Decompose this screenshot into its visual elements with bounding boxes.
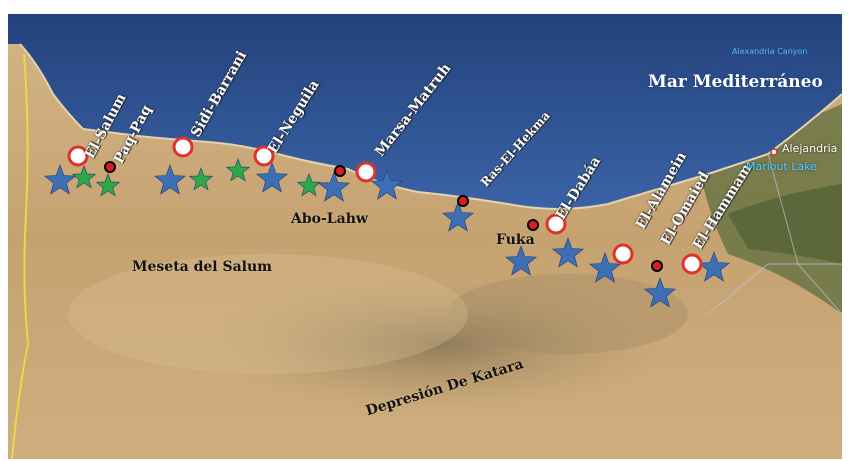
blue-star-icon [551, 237, 585, 268]
map-canvas [8, 14, 842, 459]
blue-star-icon [255, 162, 289, 193]
red-white-circle-icon [253, 145, 275, 167]
label-fuka: Fuka [496, 232, 535, 248]
red-white-circle-icon [545, 213, 567, 235]
label-alejandria: Alejandria [782, 142, 838, 155]
depression-shade-2 [448, 274, 688, 354]
blue-star-icon [588, 252, 622, 283]
red-dot-icon [527, 219, 539, 231]
blue-star-icon [153, 164, 187, 195]
blue-star-icon [43, 164, 77, 195]
red-dot-icon [651, 260, 663, 272]
blue-star-icon [370, 169, 404, 200]
blue-star-icon [441, 201, 475, 232]
red-white-circle-icon [612, 243, 634, 265]
label-mar-mediterraneo: Mar Mediterráneo [648, 72, 823, 92]
label-abo-lahw: Abo-Lahw [291, 211, 368, 227]
road-line-2 [767, 153, 842, 315]
satellite-map[interactable]: El-Salum Paq-Paq Sidi-Barrani El-Neguila… [8, 14, 842, 459]
red-white-circle-icon [172, 136, 194, 158]
border-line [11, 53, 30, 459]
delta-dark [728, 184, 842, 264]
mediterranean-sea [8, 14, 842, 209]
city-marker-icon [770, 148, 778, 156]
blue-star-icon [504, 245, 538, 276]
green-star-icon [296, 173, 322, 197]
red-white-circle-icon [681, 253, 703, 275]
green-star-icon [71, 165, 97, 189]
plateau-light [68, 254, 468, 374]
red-dot-icon [457, 195, 469, 207]
katara-depression-shade [208, 274, 668, 414]
green-star-icon [188, 167, 214, 191]
red-white-circle-icon [355, 161, 377, 183]
road-line [707, 263, 842, 315]
label-mariout-lake: Mariout Lake [746, 160, 817, 173]
label-alexandria-canyon: Alexandria Canyon [732, 47, 808, 56]
blue-star-icon [643, 277, 677, 308]
blue-star-icon [697, 251, 731, 282]
red-dot-icon [104, 161, 116, 173]
green-star-icon [225, 158, 251, 182]
label-meseta-del-salum: Meseta del Salum [132, 259, 272, 275]
green-star-icon [95, 173, 121, 197]
red-dot-icon [334, 165, 346, 177]
red-white-circle-icon [67, 145, 89, 167]
blue-star-icon [317, 171, 351, 202]
